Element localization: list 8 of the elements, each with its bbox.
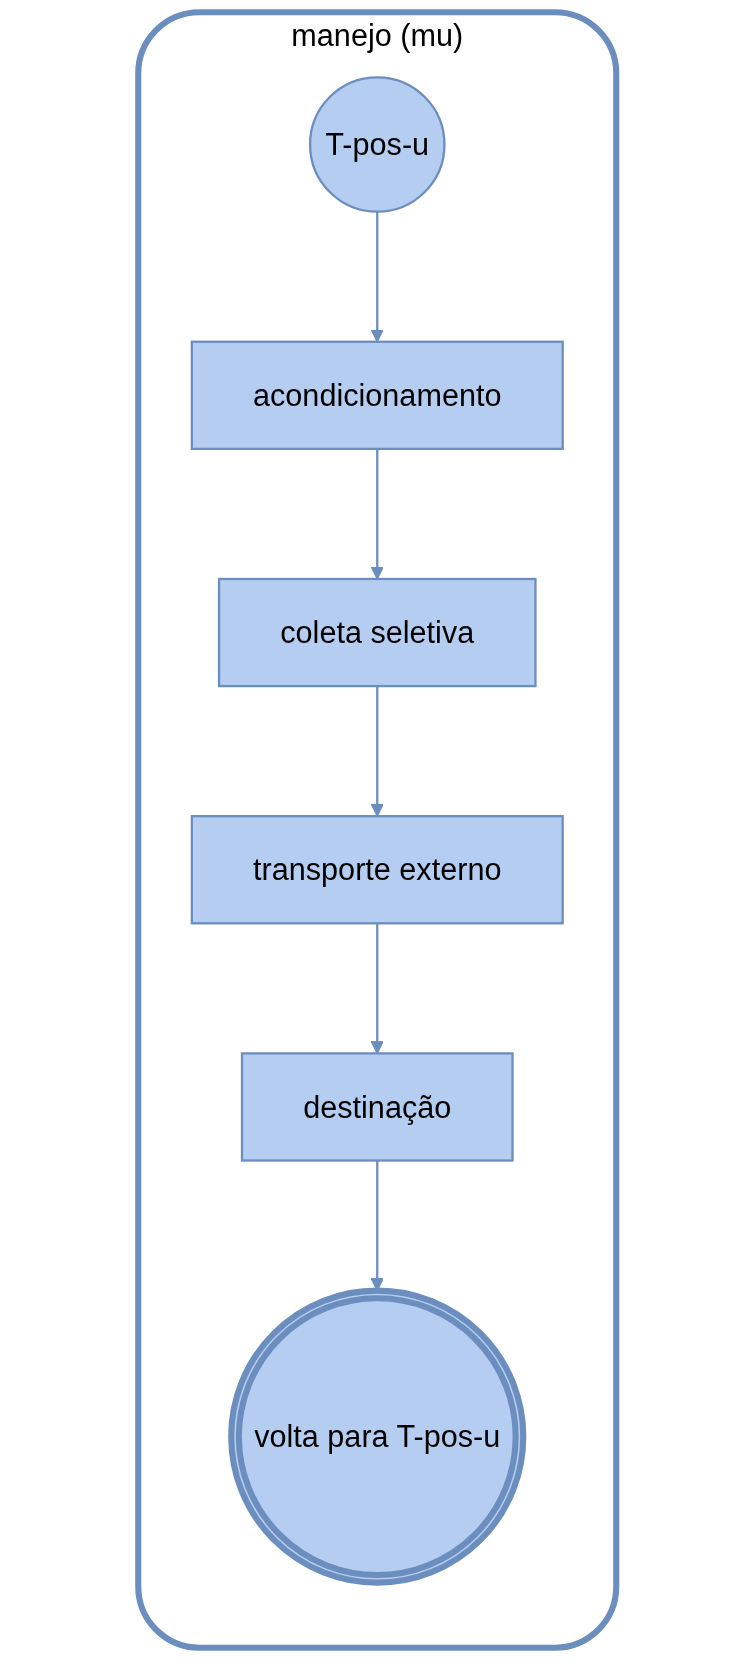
arrow [370,923,385,1054]
node-circle: volta para T-pos-u [228,1287,527,1586]
node-box: destinação [241,1052,514,1162]
node-box: acondicionamento [190,340,565,451]
node-box: coleta seletiva [218,577,537,688]
node-box: transporte externo [190,815,565,925]
arrow [370,686,385,817]
node-circle: T-pos-u [309,76,446,213]
